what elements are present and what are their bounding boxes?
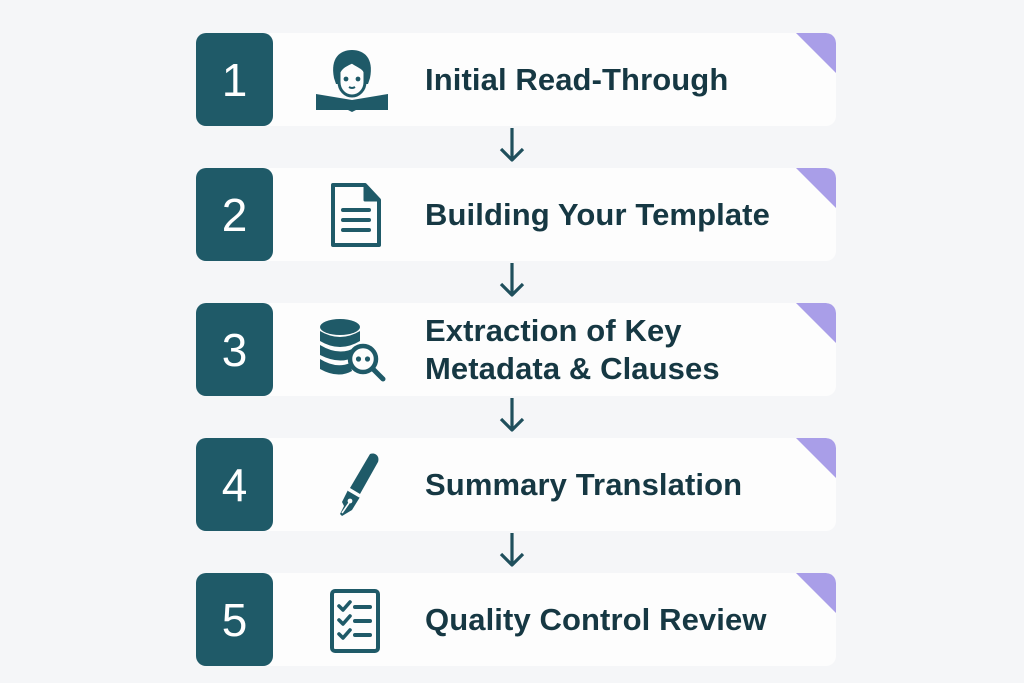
step-number-badge: 5	[196, 573, 273, 666]
step-number-badge: 1	[196, 33, 273, 126]
corner-accent	[796, 303, 836, 343]
down-arrow-icon	[499, 263, 525, 297]
step-title: Initial Read-Through	[425, 33, 728, 126]
fountain-pen-icon	[310, 452, 394, 518]
step-3: 3 Extraction of Key Metadata & Clauses	[196, 303, 836, 396]
step-title-line: Metadata & Clauses	[425, 350, 720, 386]
step-number-badge: 3	[196, 303, 273, 396]
step-title: Summary Translation	[425, 438, 742, 531]
step-number-badge: 2	[196, 168, 273, 261]
corner-accent	[796, 168, 836, 208]
down-arrow-icon	[499, 533, 525, 567]
step-title: Quality Control Review	[425, 573, 767, 666]
step-title-line: Quality Control Review	[425, 601, 767, 637]
step-title-line: Initial Read-Through	[425, 61, 729, 97]
step-5: 5 Quality Control Review	[196, 573, 836, 666]
database-search-icon	[310, 317, 394, 383]
step-title-line: Extraction of Key	[425, 312, 682, 348]
corner-accent	[796, 573, 836, 613]
step-title-line: Summary Translation	[425, 466, 743, 502]
step-2: 2 Building Your Template	[196, 168, 836, 261]
step-title: Extraction of Key Metadata & Clauses	[425, 303, 720, 396]
down-arrow-icon	[499, 128, 525, 162]
person-reading-icon	[310, 47, 394, 113]
corner-accent	[796, 438, 836, 478]
step-4: 4 Summary Translation	[196, 438, 836, 531]
corner-accent	[796, 33, 836, 73]
down-arrow-icon	[499, 398, 525, 432]
step-title-line: Building Your Template	[425, 196, 770, 232]
step-number-badge: 4	[196, 438, 273, 531]
step-1: 1 Initial Read-Through	[196, 33, 836, 126]
document-icon	[310, 182, 394, 248]
step-title: Building Your Template	[425, 168, 770, 261]
checklist-icon	[310, 587, 394, 653]
